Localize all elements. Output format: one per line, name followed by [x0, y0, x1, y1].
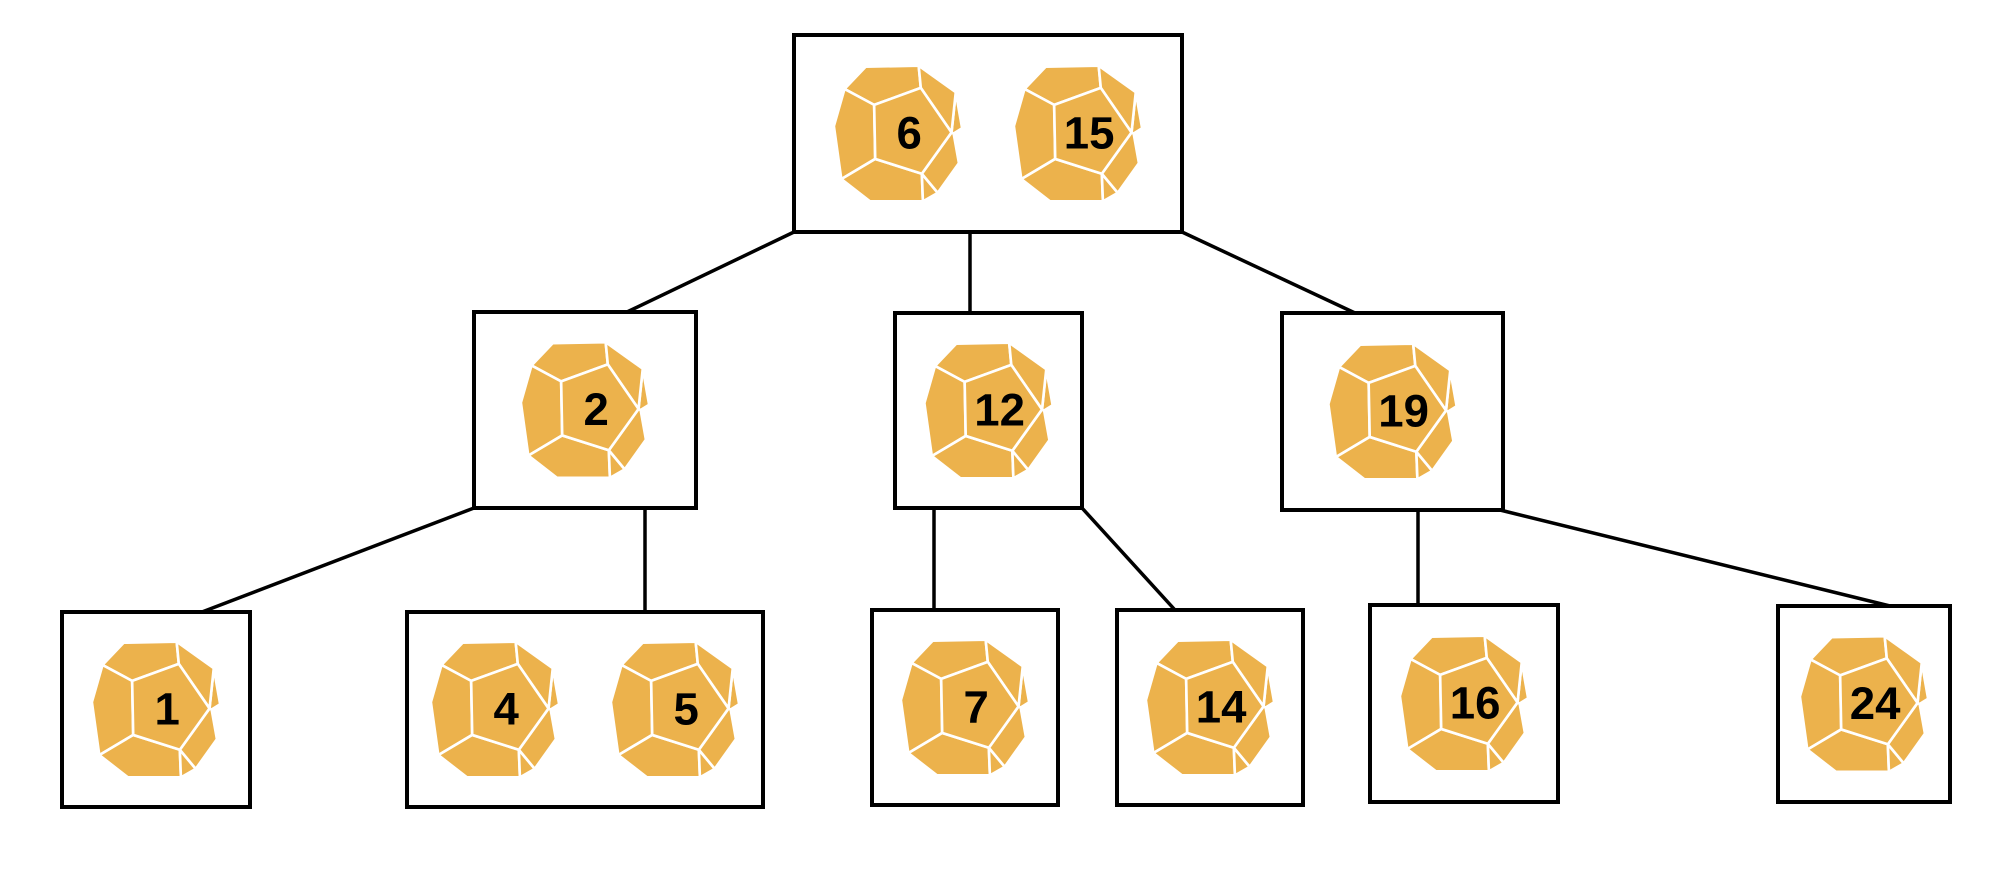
die-front-pentagon — [939, 660, 1020, 750]
tree-node-n2: 2 — [472, 310, 698, 510]
die-16-icon: 16 — [1398, 634, 1530, 773]
die-front-pentagon — [559, 363, 640, 452]
tree-node-n24: 24 — [1776, 604, 1952, 804]
die-front-pentagon — [1838, 657, 1919, 746]
die-15-icon: 15 — [1012, 64, 1144, 203]
tree-edge-root-n2 — [626, 230, 795, 314]
die-number-5: 5 — [673, 683, 698, 734]
tree-edge-n12-n14 — [1080, 506, 1177, 612]
tree-node-n12: 12 — [893, 311, 1084, 510]
tree-node-n14: 14 — [1115, 608, 1305, 807]
die-6-icon: 6 — [832, 64, 964, 203]
die-14-icon: 14 — [1144, 638, 1276, 777]
die-number-6: 6 — [896, 107, 921, 158]
die-number-4: 4 — [493, 683, 519, 734]
die-number-2: 2 — [583, 384, 608, 435]
tree-node-root: 6 15 — [792, 33, 1184, 234]
die-7-icon: 7 — [899, 638, 1031, 777]
tree-edge-root-n19 — [1181, 230, 1356, 315]
tree-node-n1: 1 — [60, 610, 252, 809]
die-front-pentagon — [872, 86, 953, 176]
die-12-icon: 12 — [923, 341, 1054, 480]
die-4-icon: 4 — [429, 640, 561, 779]
tree-edge-n2-n1 — [201, 506, 475, 614]
tree-edge-n19-n24 — [1499, 508, 1891, 608]
die-24-icon: 24 — [1798, 634, 1930, 774]
die-front-pentagon — [649, 662, 730, 752]
die-front-pentagon — [1367, 364, 1448, 454]
die-5-icon: 5 — [609, 640, 741, 779]
die-front-pentagon — [1184, 660, 1265, 750]
die-number-15: 15 — [1064, 107, 1115, 158]
tree-node-n7: 7 — [870, 608, 1060, 807]
tree-node-n19: 19 — [1280, 311, 1505, 512]
die-number-24: 24 — [1850, 678, 1901, 729]
die-front-pentagon — [469, 662, 550, 752]
die-1-icon: 1 — [90, 640, 222, 779]
tree-node-n16: 16 — [1368, 603, 1560, 804]
die-2-icon: 2 — [519, 340, 651, 480]
die-number-7: 7 — [963, 681, 988, 732]
die-front-pentagon — [963, 363, 1044, 453]
die-front-pentagon — [1052, 86, 1133, 176]
die-number-12: 12 — [974, 384, 1025, 435]
die-number-1: 1 — [154, 683, 179, 734]
die-number-19: 19 — [1378, 385, 1429, 436]
die-number-16: 16 — [1450, 677, 1501, 728]
die-front-pentagon — [130, 662, 211, 752]
die-front-pentagon — [1438, 656, 1519, 746]
die-number-14: 14 — [1196, 681, 1247, 732]
die-19-icon: 19 — [1327, 342, 1458, 481]
